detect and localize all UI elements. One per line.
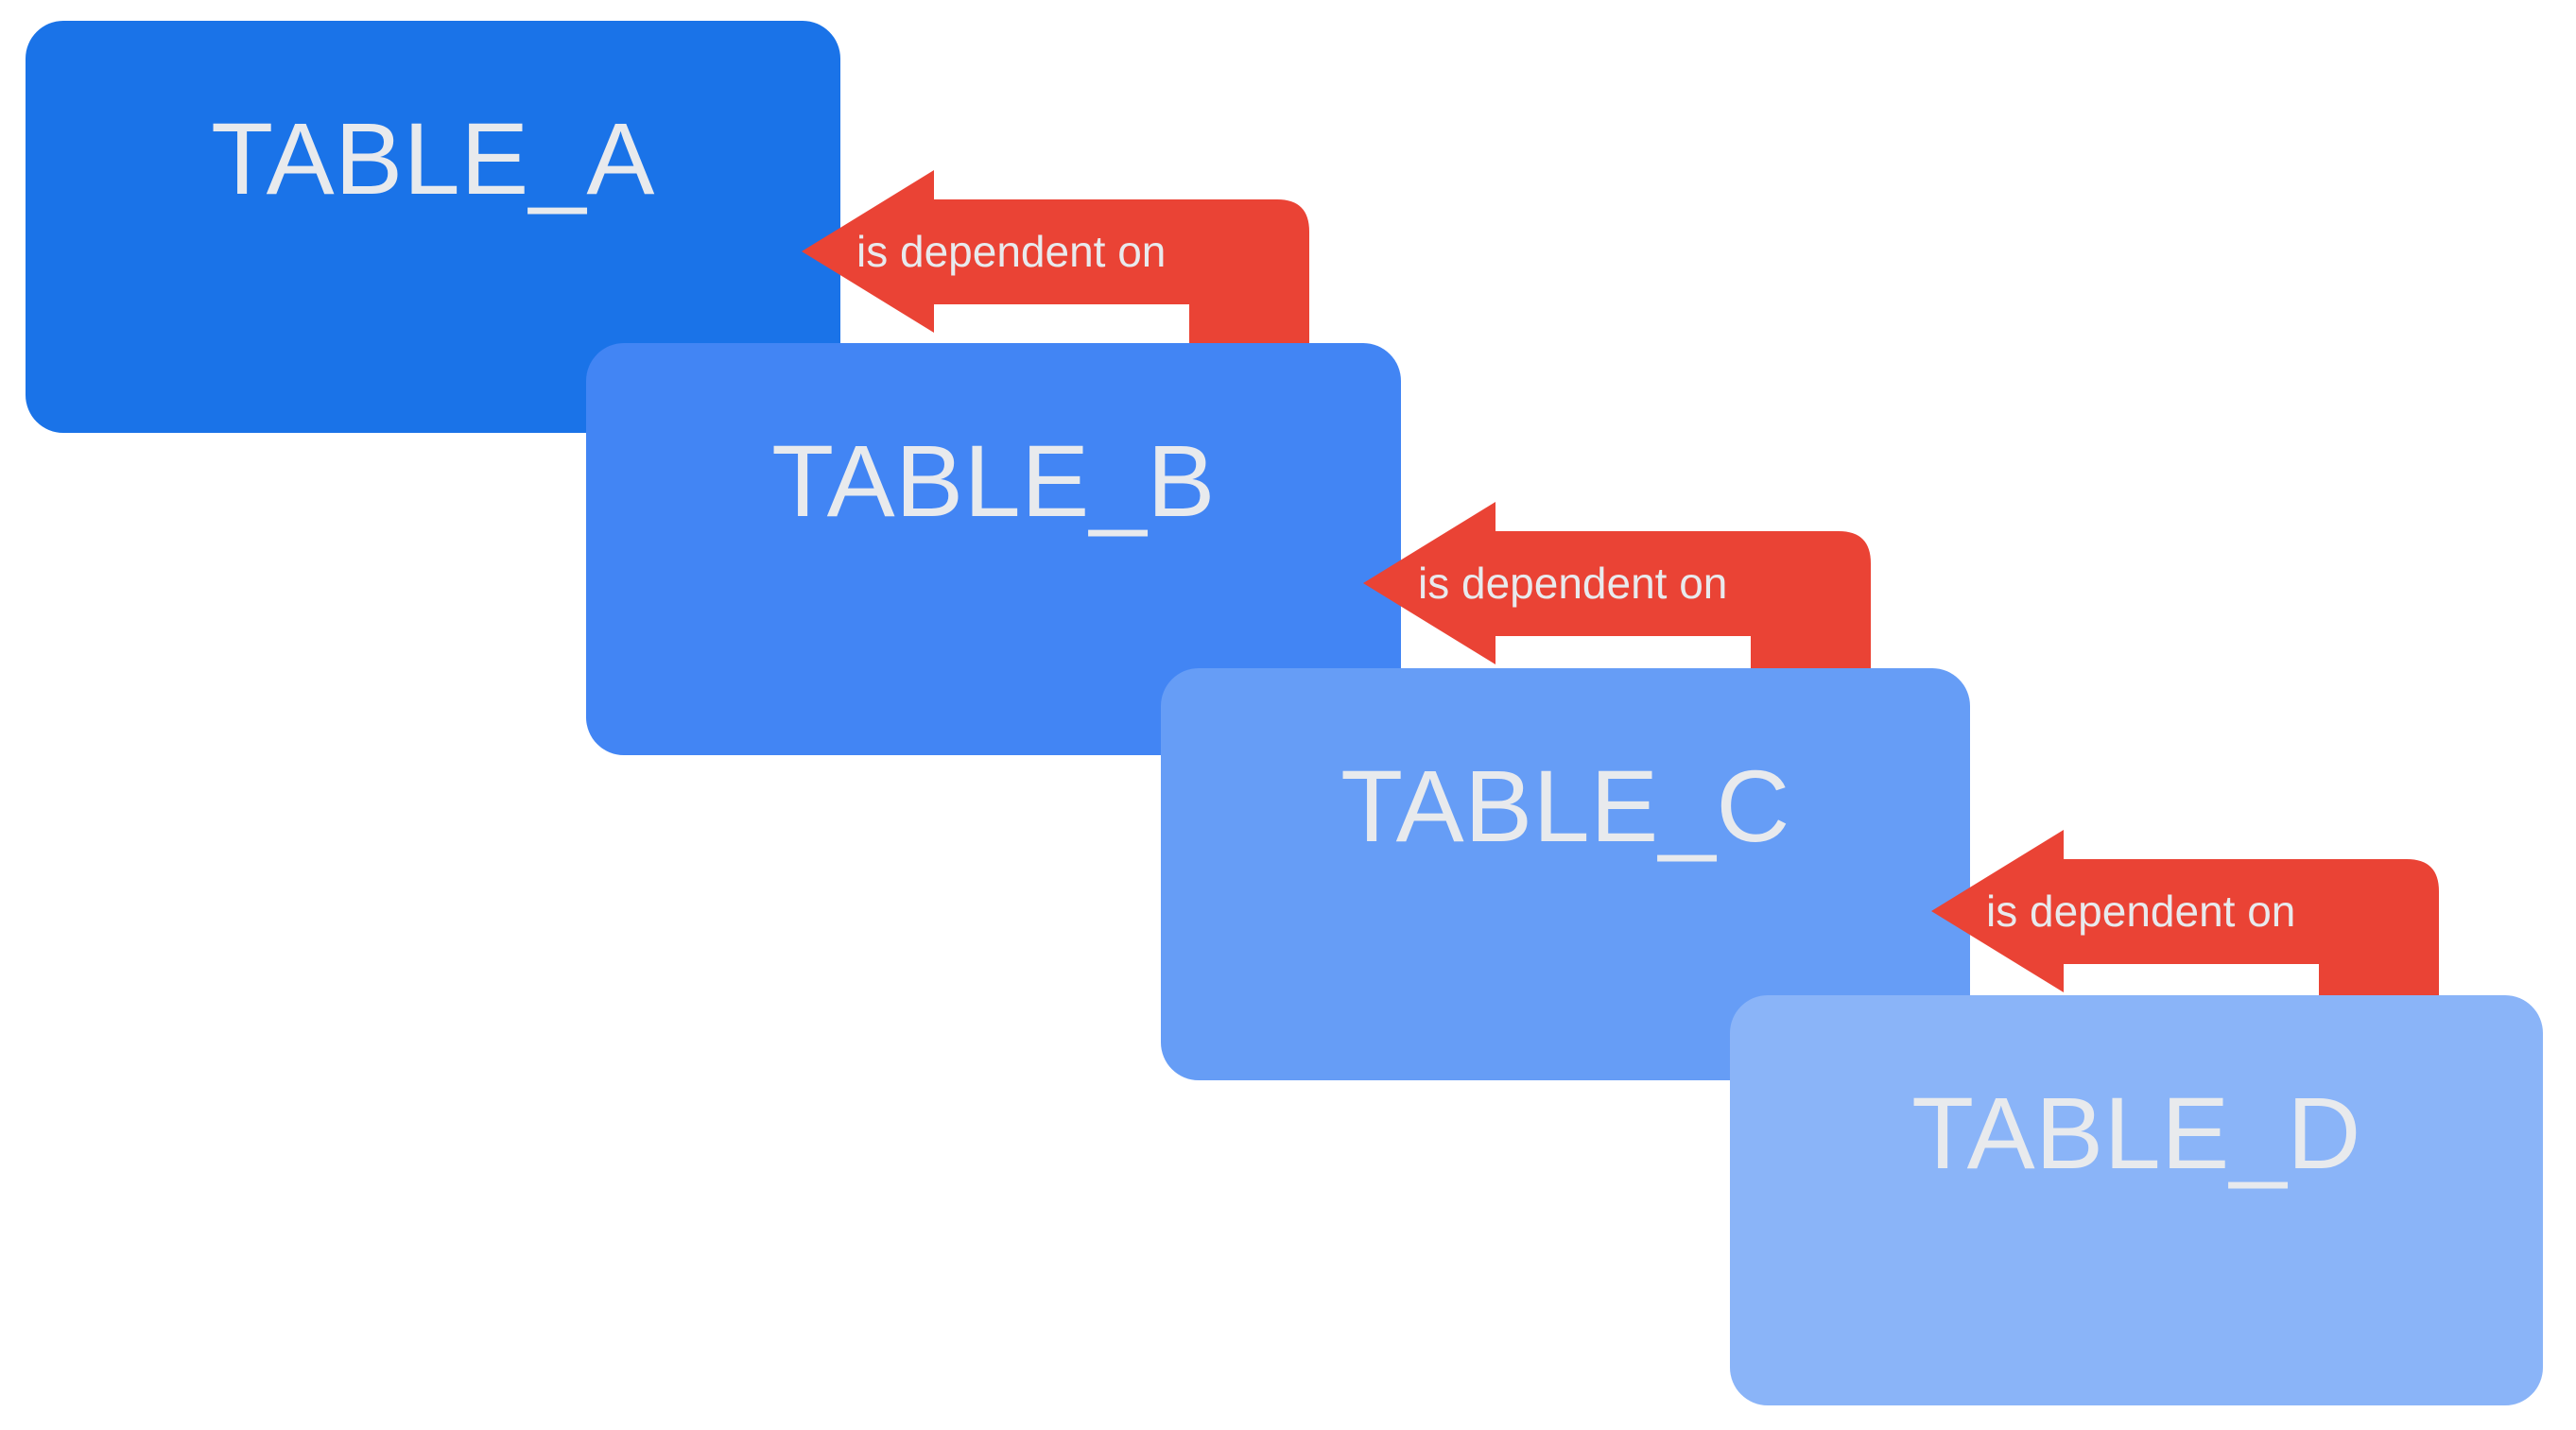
node-table-d-label: TABLE_D [1911,1076,2361,1190]
edge-c-d-arrow[interactable] [1931,830,2439,1009]
edge-a-b-arrow[interactable] [802,170,1309,354]
node-table-c-label: TABLE_C [1340,749,1790,863]
node-table-a[interactable]: TABLE_A [26,21,840,433]
node-table-d[interactable]: TABLE_D [1730,995,2543,1405]
edge-b-c-arrow[interactable] [1363,502,1871,682]
edge-c-d-label: is dependent on [1986,887,2296,936]
edge-b-c-label: is dependent on [1418,559,1728,608]
edge-a-b-label: is dependent on [856,227,1167,276]
node-table-b-label: TABLE_B [771,423,1216,538]
node-table-a-label: TABLE_A [211,101,655,215]
